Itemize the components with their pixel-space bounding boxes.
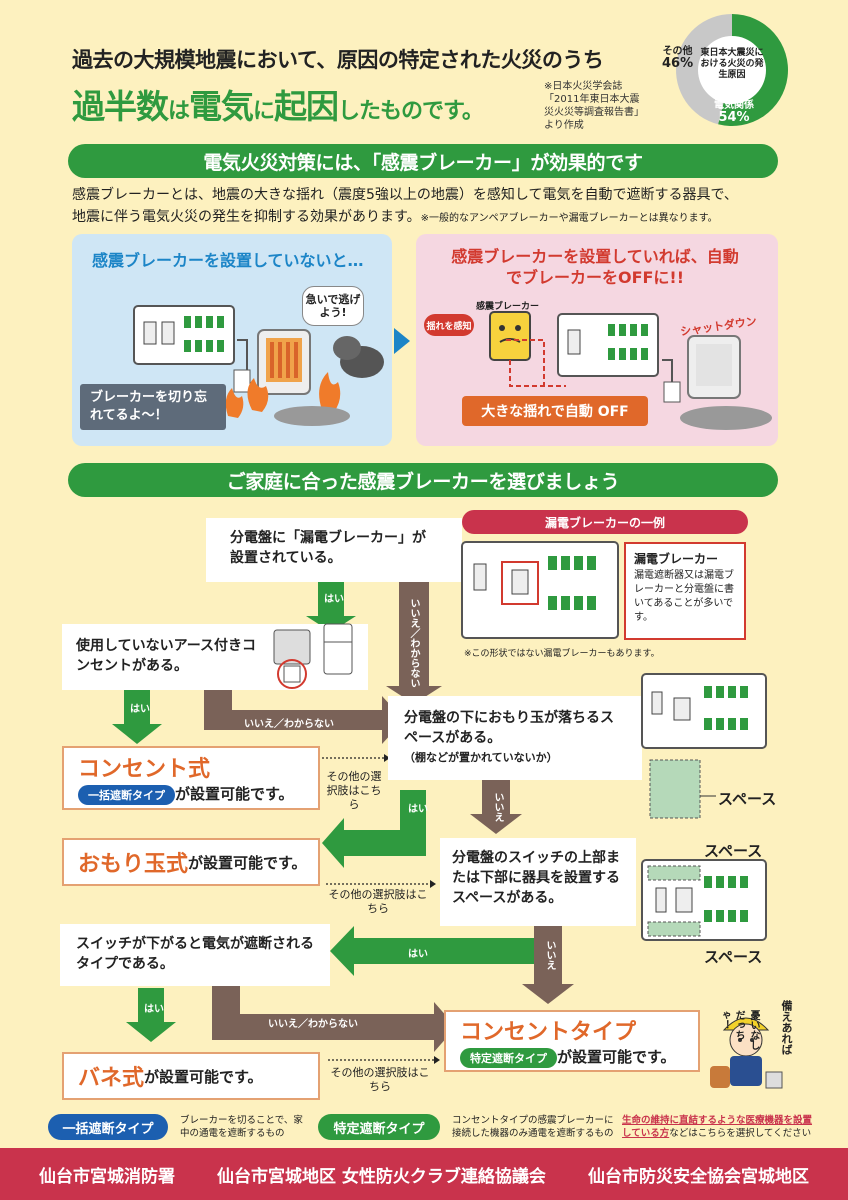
footer: 仙台市宮城消防署 仙台市宮城地区 女性防火クラブ連絡協議会 仙台市防災安全協会宮…: [0, 1148, 848, 1200]
flow-q3-no: いいえ: [492, 792, 503, 822]
mascot-speech-a: 備えあれば: [780, 1000, 793, 1055]
question-earth-outlet: 使用していないアース付きコンセントがある。: [62, 624, 368, 690]
other-options-2[interactable]: その他の選択肢はこちら: [328, 888, 428, 915]
leakage-panel-illustration: [461, 541, 619, 639]
headline-line1: 過去の大規模地震において、原因の特定された火災のうち: [72, 48, 604, 72]
footer-org-2: 仙台市宮城地区 女性防火クラブ連絡協議会: [217, 1166, 546, 1187]
question-switch-type: スイッチが下がると電気が遮断されるタイプである。: [60, 924, 330, 986]
pie-title: 東日本大震災における火災の発生原因: [700, 48, 764, 80]
result-outlet-type: コンセント式 一括遮断タイプが設置可能です。: [62, 746, 320, 810]
flow-q4-yes: はい: [408, 949, 428, 960]
legend-specific-tag: 特定遮断タイプ: [318, 1114, 440, 1140]
flow-q3-yes: はい: [408, 804, 428, 815]
leakage-example-title: 漏電ブレーカーの一例: [462, 510, 748, 534]
other-options-1[interactable]: その他の選択肢はこちら: [326, 770, 382, 811]
banner-choose: ご家庭に合った感震ブレーカーを選びましょう: [68, 463, 778, 497]
leakage-note: ※この形状ではない漏電ブレーカーもあります。: [464, 649, 660, 659]
scene-left-illustration: [133, 305, 384, 426]
footer-org-1: 仙台市宮城消防署: [39, 1166, 175, 1187]
question-weight-space: 分電盤の下におもり玉が落ちるスペースがある。 （棚などが置かれていないか）: [388, 696, 642, 780]
caption-forgot: ブレーカーを切り忘れてるよ〜！: [80, 384, 226, 430]
flow-q1-yes: はい: [324, 594, 344, 605]
leakage-callout: 漏電ブレーカー 漏電遮断器又は漏電ブレーカーと分電盤に書いてあることが多いです。: [624, 542, 746, 640]
pie-hole: [698, 36, 766, 104]
switch-space-illustration: [641, 859, 767, 941]
flow-q5-yes: はい: [144, 1004, 164, 1015]
weight-space-illustration: [641, 673, 767, 819]
arrow-right-icon: [394, 328, 410, 354]
bubble-escape: 急いで逃げよう!: [302, 286, 364, 326]
space-label-b: スペース: [704, 842, 763, 860]
legend-bulk-tag: 一括遮断タイプ: [48, 1114, 168, 1140]
pie-label-other: その他 46%: [662, 46, 694, 71]
mascot-illustration: [710, 1017, 783, 1089]
result-outlet-specific: コンセントタイプ 特定遮断タイプが設置可能です。: [444, 1010, 700, 1072]
legend-specific-desc: コンセントタイプの感震ブレーカーに接続した機器のみ通電を遮断するもの: [452, 1115, 614, 1139]
source-note: ※日本火災学会誌「2011年東日本大震災火災等調査報告書」より作成: [544, 81, 644, 131]
scene-left-title: 感震ブレーカーを設置していないと…: [92, 251, 364, 270]
legend-bulk-desc: ブレーカーを切ることで、家中の通電を遮断するもの: [180, 1115, 303, 1139]
flow-q2-no: いいえ／わからない: [244, 719, 334, 730]
mascot-speech-b: 憂いなしだっちゃ！: [718, 1010, 759, 1050]
sensor-badge: 揺れを感知: [424, 314, 474, 336]
banner-effective: 電気火災対策には、「感震ブレーカー」が効果的です: [68, 144, 778, 178]
result-weight-ball: おもり玉式が設置可能です。: [62, 838, 320, 886]
flow-q4-no: いいえ: [544, 940, 555, 970]
question-leakage-breaker: 分電盤に「漏電ブレーカー」が設置されている。: [206, 518, 462, 582]
headline-line2: 過半数は電気に起因したものです。: [72, 87, 484, 126]
intro-text: 感震ブレーカーとは、地震の大きな揺れ（震度5強以上の地震）を感知して電気を自動で…: [72, 187, 738, 225]
result-spring: バネ式が設置可能です。: [62, 1052, 320, 1100]
scene-right-illustration: [489, 311, 772, 430]
flow-q2-yes: はい: [130, 704, 150, 715]
legend-medical-note: 生命の維持に直結するような医療機器を設置している方などはこちらを選択してください: [622, 1115, 813, 1139]
footer-org-3: 仙台市防災安全協会宮城地区: [587, 1166, 809, 1187]
cause-pie-chart: 東日本大震災における火災の発生原因 その他 46% 電気関係 54%: [640, 8, 795, 128]
caption-auto-off: 大きな揺れで自動 OFF: [462, 396, 648, 426]
flow-q5-no: いいえ／わからない: [268, 1019, 358, 1030]
other-options-3[interactable]: その他の選択肢はこちら: [330, 1066, 430, 1093]
outlet-fridge-illustration: [273, 623, 353, 689]
space-label-c: スペース: [704, 948, 763, 966]
flow-q1-no: いいえ／わからない: [408, 598, 419, 688]
scene-right-title: 感震ブレーカーを設置していれば、自動でブレーカーをOFFに!!: [451, 247, 739, 287]
question-switch-space: 分電盤のスイッチの上部または下部に器具を設置するスペースがある。: [440, 838, 636, 926]
space-label-a: スペース: [718, 790, 777, 808]
pie-label-electric: 電気関係 54%: [714, 100, 754, 125]
device-label: 感震ブレーカー: [476, 302, 540, 312]
